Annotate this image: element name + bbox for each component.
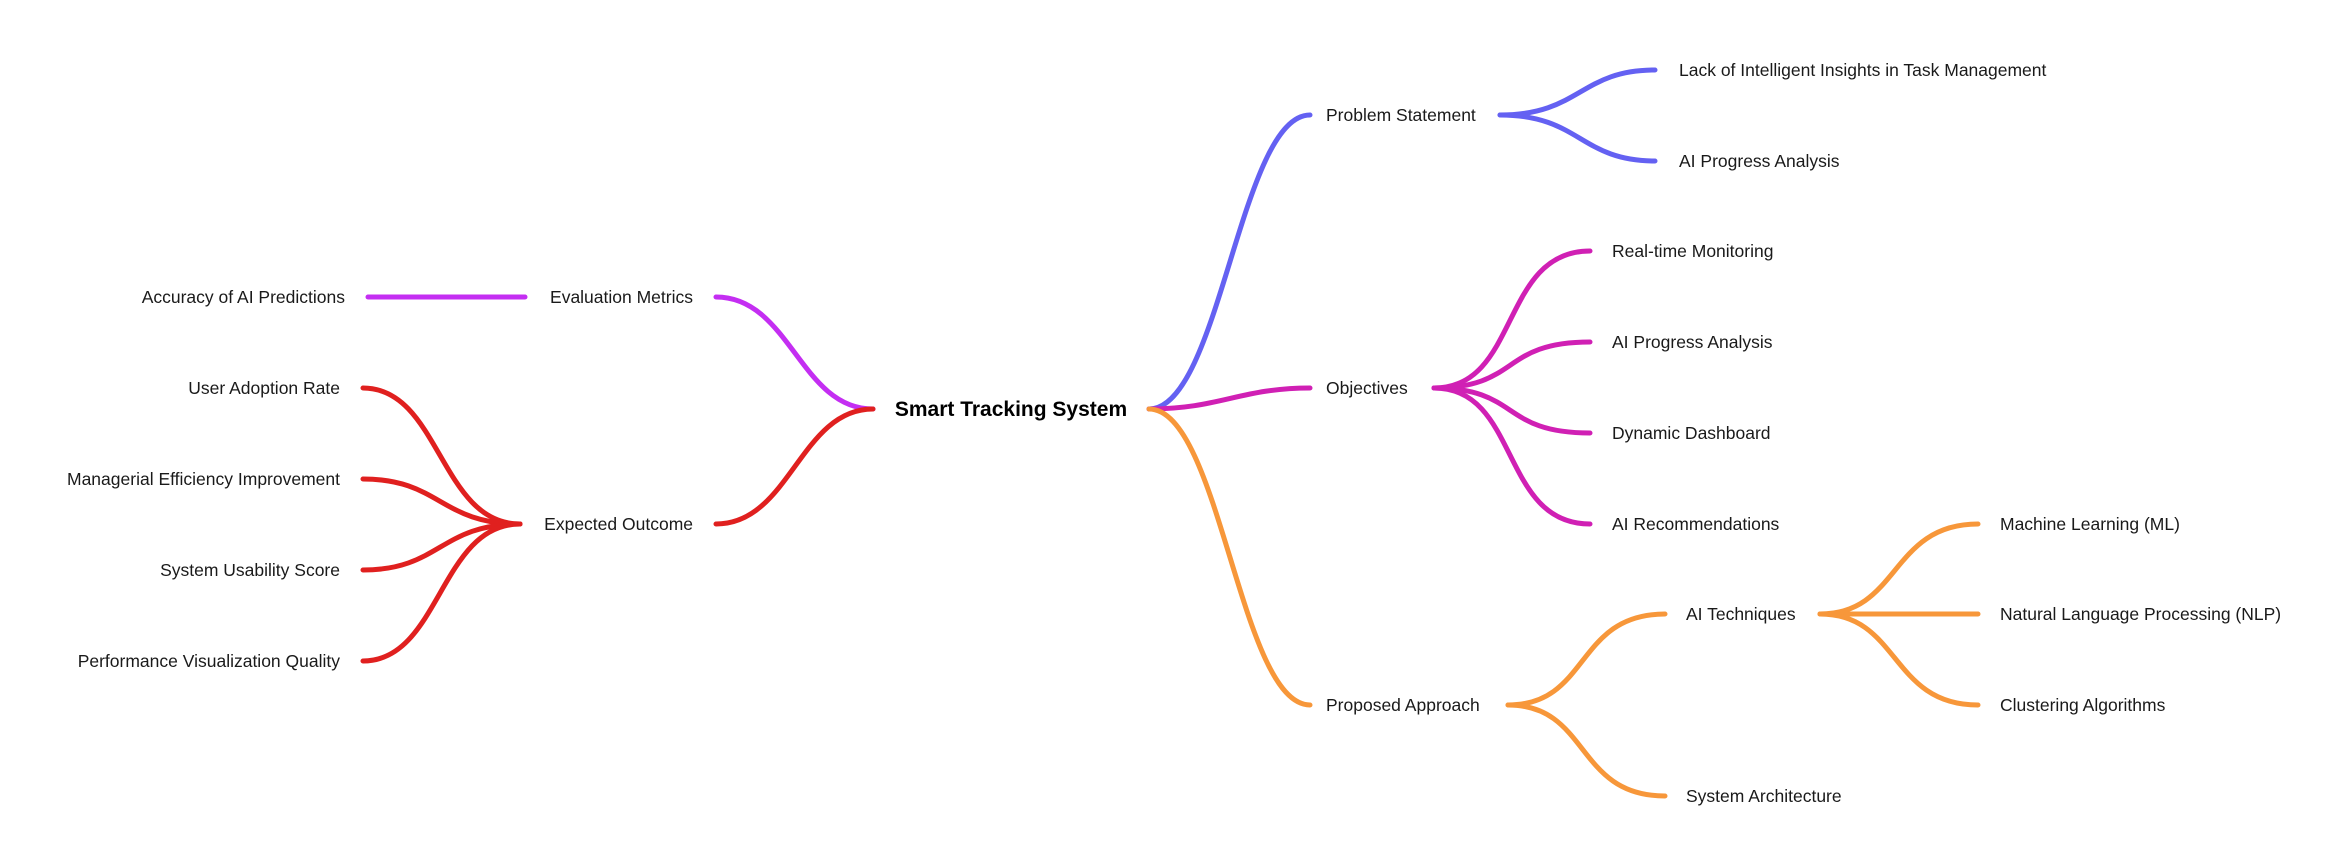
node-real-time-monitoring: Real-time Monitoring xyxy=(1612,241,1773,261)
node-performance-visualization-quality: Performance Visualization Quality xyxy=(78,651,341,671)
edge-root-objectives xyxy=(1146,385,1313,412)
node-clustering-algorithms: Clustering Algorithms xyxy=(2000,695,2166,715)
edge-root-problem-statement xyxy=(1146,112,1313,412)
edge-ai-techniques-clustering xyxy=(1817,611,1981,708)
node-machine-learning: Machine Learning (ML) xyxy=(2000,514,2180,534)
node-evaluation-metrics: Evaluation Metrics xyxy=(550,287,693,307)
node-objectives-ai-progress-analysis: AI Progress Analysis xyxy=(1612,332,1773,352)
edge-root-evaluation-metrics xyxy=(713,294,876,412)
edge-objectives-ai-recommendations xyxy=(1431,385,1593,527)
edge-problem-statement-ai-progress xyxy=(1497,112,1658,164)
node-dynamic-dashboard: Dynamic Dashboard xyxy=(1612,423,1771,443)
node-problem-ai-progress-analysis: AI Progress Analysis xyxy=(1679,151,1840,171)
edge-expected-outcome-user-adoption xyxy=(360,385,523,527)
edge-objectives-ai-progress xyxy=(1431,339,1593,391)
edge-expected-outcome-managerial-efficiency xyxy=(360,476,523,527)
node-expected-outcome: Expected Outcome xyxy=(544,514,693,534)
node-user-adoption-rate: User Adoption Rate xyxy=(188,378,340,398)
node-proposed-approach: Proposed Approach xyxy=(1326,695,1480,715)
edge-ai-techniques-machine-learning xyxy=(1817,521,1981,617)
node-ai-recommendations: AI Recommendations xyxy=(1612,514,1780,534)
root-node-label: Smart Tracking System xyxy=(895,398,1127,421)
mind-map-nodes: Smart Tracking System Problem Statement … xyxy=(67,60,2281,806)
node-ai-techniques: AI Techniques xyxy=(1686,604,1796,624)
edge-objectives-dynamic-dashboard xyxy=(1431,385,1593,436)
edge-root-expected-outcome xyxy=(713,406,876,527)
edge-proposed-approach-system-architecture xyxy=(1505,702,1668,799)
edge-expected-outcome-usability xyxy=(360,521,523,573)
mind-map-edges xyxy=(360,67,1981,799)
node-objectives: Objectives xyxy=(1326,378,1408,398)
edge-expected-outcome-performance-visualization xyxy=(360,521,523,664)
node-lack-of-intelligent-insights: Lack of Intelligent Insights in Task Man… xyxy=(1679,60,2047,80)
node-natural-language-processing: Natural Language Processing (NLP) xyxy=(2000,604,2281,624)
node-system-architecture: System Architecture xyxy=(1686,786,1842,806)
node-problem-statement: Problem Statement xyxy=(1326,105,1476,125)
edge-proposed-approach-ai-techniques xyxy=(1505,611,1668,708)
edge-problem-statement-lack-of-insights xyxy=(1497,67,1658,118)
edge-objectives-real-time-monitoring xyxy=(1431,248,1593,391)
edge-root-proposed-approach xyxy=(1146,406,1313,708)
node-accuracy-of-ai-predictions: Accuracy of AI Predictions xyxy=(142,287,346,307)
node-managerial-efficiency-improvement: Managerial Efficiency Improvement xyxy=(67,469,340,489)
node-system-usability-score: System Usability Score xyxy=(160,560,340,580)
